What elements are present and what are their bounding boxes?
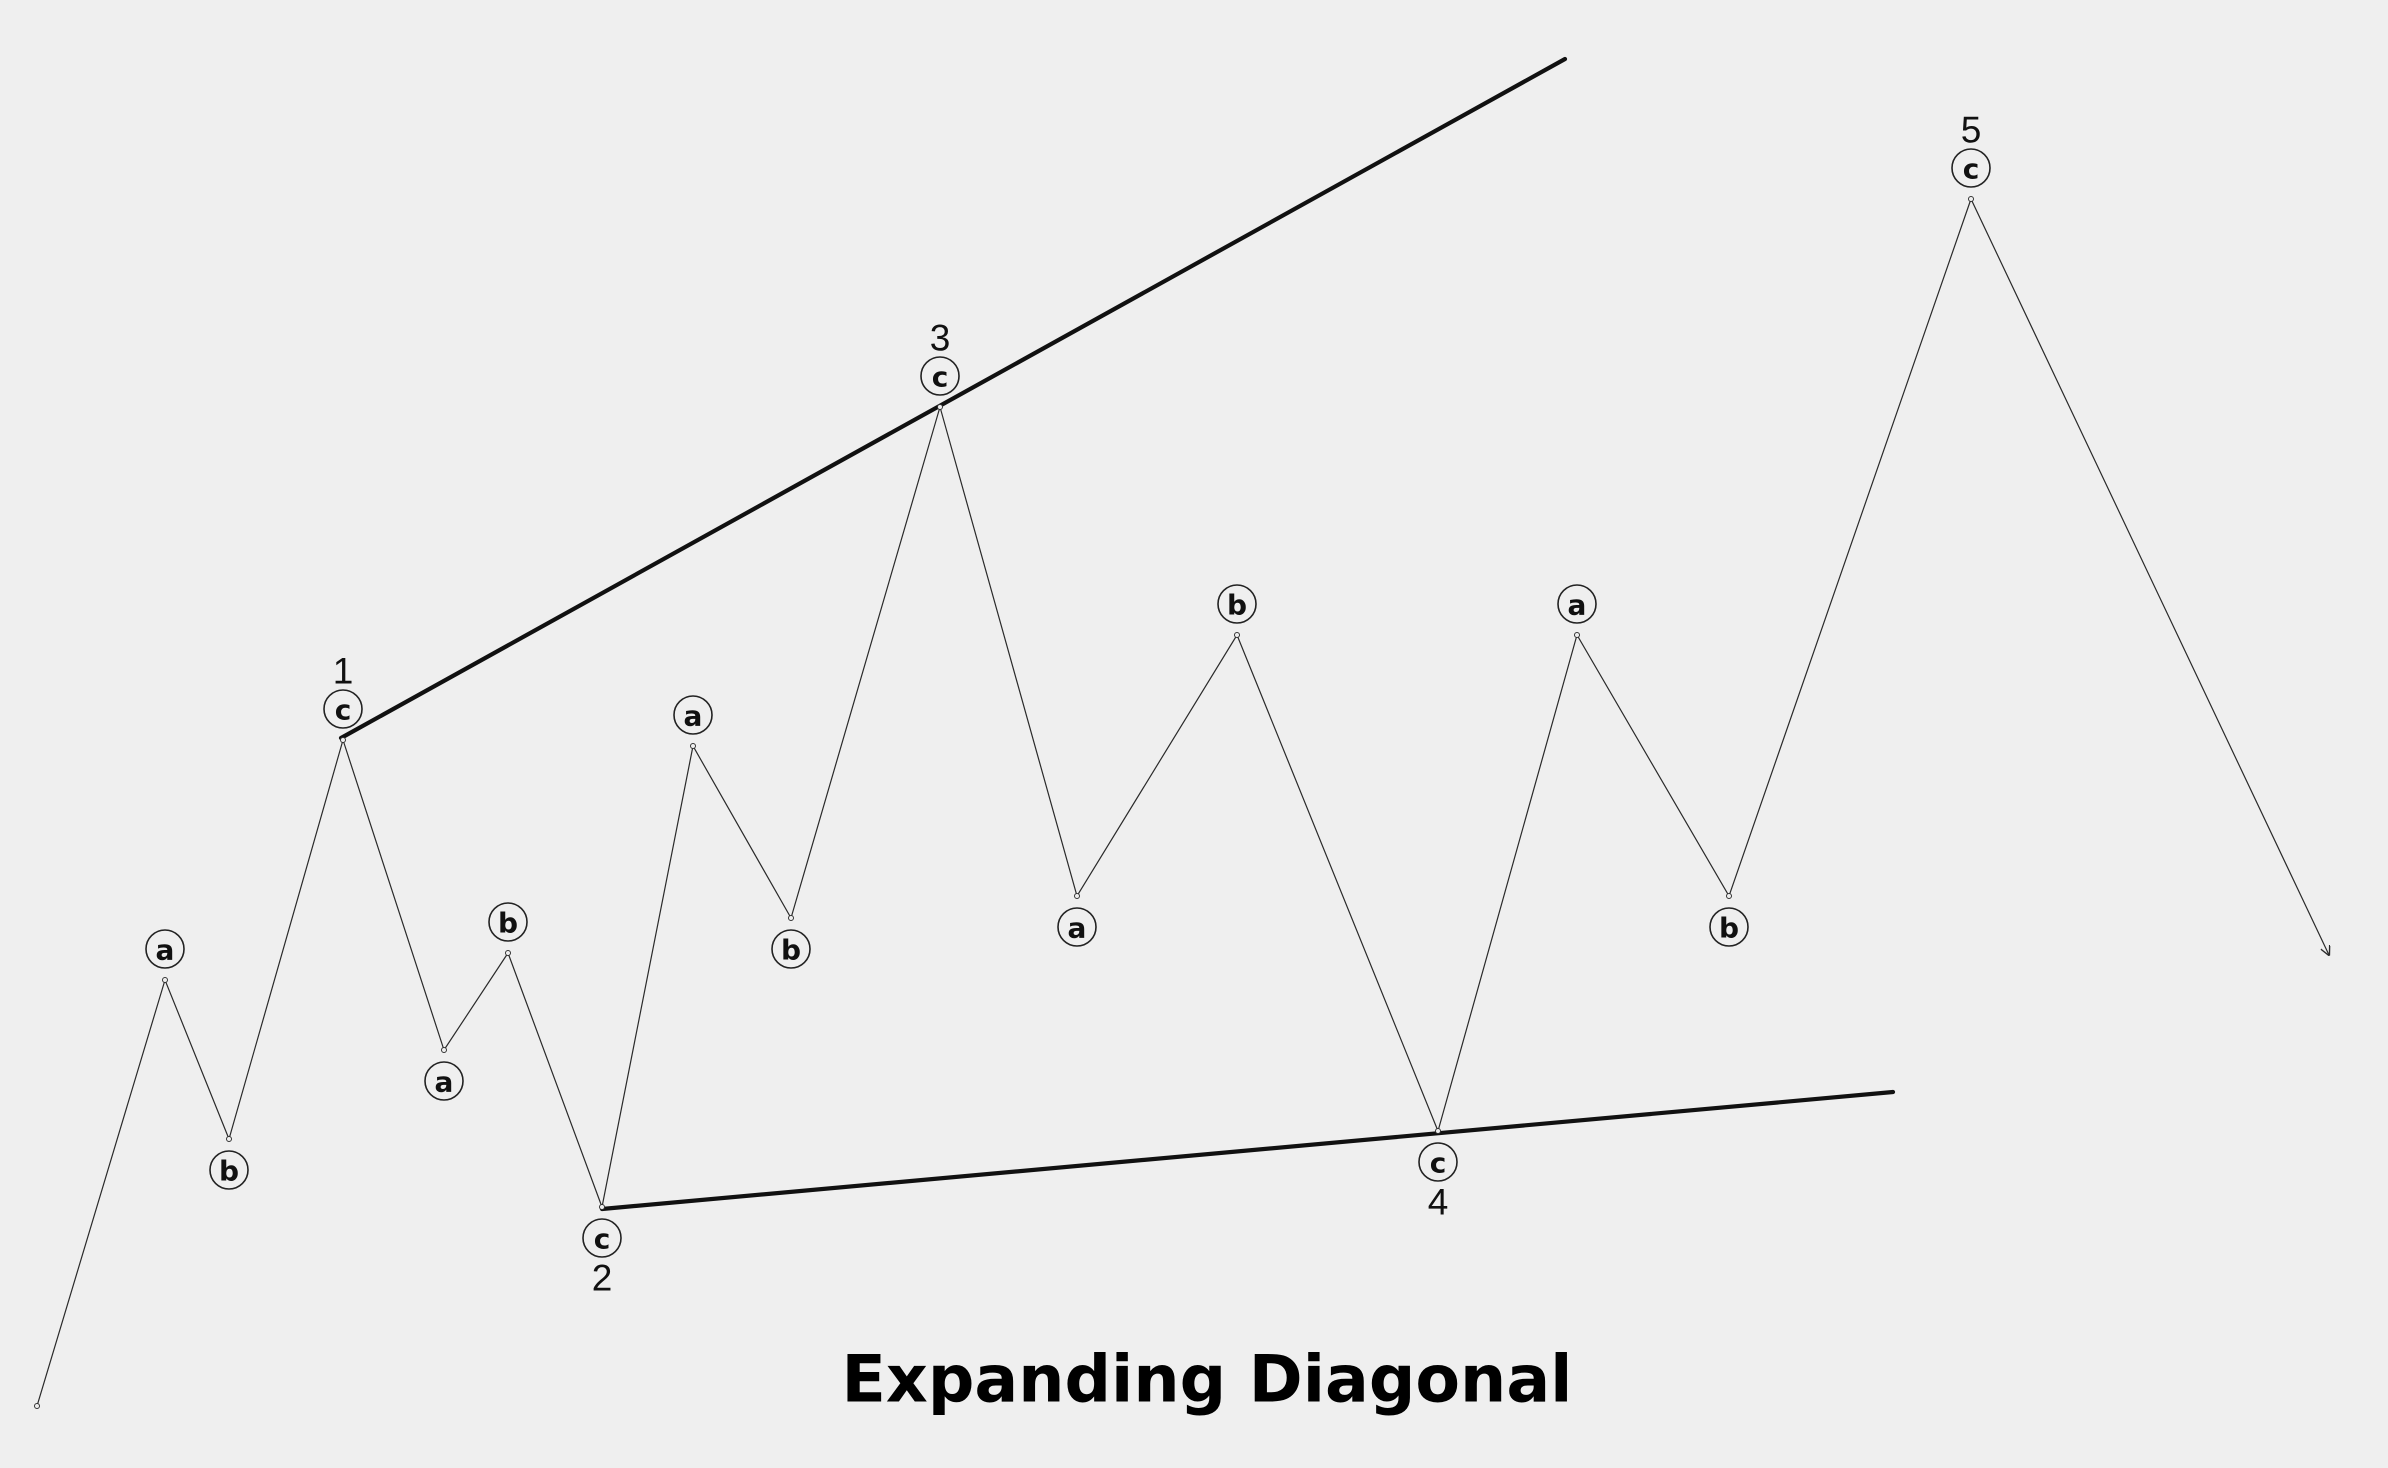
- diagram-title: Expanding Diagonal: [842, 1343, 1573, 1418]
- lower-trendline: [599, 1089, 1896, 1212]
- wave-label-circle: [1557, 584, 1597, 624]
- wave-label-b: b: [1709, 907, 1749, 947]
- wave-label-a: a: [673, 695, 713, 735]
- wave-label-circle: [1418, 1142, 1458, 1182]
- pivot-dot: [1968, 196, 1974, 202]
- pivot-dot: [788, 915, 794, 921]
- wave-label-text: a: [1568, 589, 1587, 622]
- wave-label-c: c: [323, 689, 363, 729]
- pivot-dot: [599, 1204, 605, 1210]
- wave-label-text: c: [335, 694, 352, 727]
- wave-number-3: 3: [930, 318, 951, 359]
- pivot-dot: [505, 950, 511, 956]
- wave-label-text: c: [1963, 153, 1980, 186]
- wave-label-circle: [209, 1150, 249, 1190]
- wave-label-circle: [424, 1061, 464, 1101]
- pivot-dot: [690, 743, 696, 749]
- wave-label-b: b: [488, 902, 528, 942]
- wave-label-b: b: [1217, 584, 1257, 624]
- wave-number-5: 5: [1961, 110, 1982, 151]
- pivot-dot: [1574, 632, 1580, 638]
- pivot-dot: [1435, 1128, 1441, 1134]
- wave-label-circle: [771, 929, 811, 969]
- wave-label-text: c: [594, 1223, 611, 1256]
- wave-label-a: a: [424, 1061, 464, 1101]
- wave-label-c: c: [1951, 148, 1991, 188]
- wave-label-a: a: [145, 929, 185, 969]
- wave-label-a: a: [1057, 907, 1097, 947]
- wave-label-c: c: [582, 1218, 622, 1258]
- pivot-dot: [1074, 893, 1080, 899]
- wave-label-circle: [1217, 584, 1257, 624]
- pivot-dot: [1234, 632, 1240, 638]
- wave-label-circle: [1057, 907, 1097, 947]
- upper-trendline: [338, 56, 1568, 741]
- wave-label-text: a: [156, 934, 175, 967]
- wave-label-text: b: [1719, 912, 1739, 945]
- pivot-dot: [340, 737, 346, 743]
- wave-number-4: 4: [1428, 1182, 1449, 1223]
- wave-label-text: a: [435, 1066, 454, 1099]
- wave-label-circle: [323, 689, 363, 729]
- wave-label-c: c: [920, 356, 960, 396]
- pivot-dot: [162, 977, 168, 983]
- wave-label-text: c: [932, 361, 949, 394]
- wave-label-text: a: [1068, 912, 1087, 945]
- wave-path: [36, 197, 2329, 1407]
- pivot-dot: [937, 404, 943, 410]
- wave-label-text: b: [219, 1155, 239, 1188]
- wave-label-text: b: [498, 907, 518, 940]
- wave-label-text: b: [1227, 589, 1247, 622]
- wave-label-a: a: [1557, 584, 1597, 624]
- wave-label-text: a: [684, 700, 703, 733]
- wave-number-1: 1: [333, 651, 354, 692]
- wave-label-b: b: [209, 1150, 249, 1190]
- wave-label-circle: [1709, 907, 1749, 947]
- pivot-dot: [441, 1047, 447, 1053]
- wave-number-2: 2: [592, 1258, 613, 1299]
- pivot-dot: [1726, 893, 1732, 899]
- wave-label-circle: [1951, 148, 1991, 188]
- wave-label-c: c: [1418, 1142, 1458, 1182]
- start-point-dot: [34, 1403, 40, 1409]
- wave-label-text: c: [1430, 1147, 1447, 1180]
- wave-label-text: b: [781, 934, 801, 967]
- wave-label-b: b: [771, 929, 811, 969]
- wave-label-circle: [145, 929, 185, 969]
- wave-label-circle: [582, 1218, 622, 1258]
- wave-label-circle: [920, 356, 960, 396]
- wave-label-circle: [673, 695, 713, 735]
- wave-label-circle: [488, 902, 528, 942]
- pivot-dot: [226, 1136, 232, 1142]
